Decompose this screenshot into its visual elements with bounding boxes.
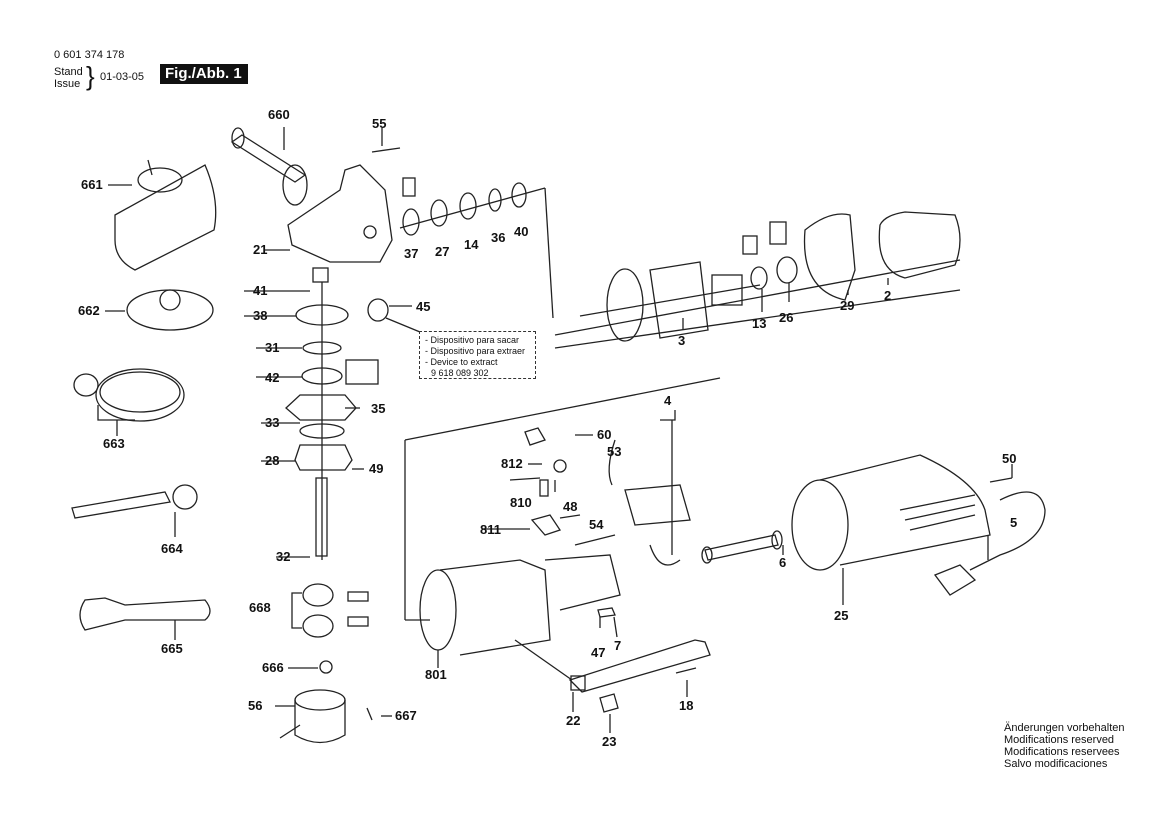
- water-connector-663-drawing: [73, 368, 185, 436]
- leader-lines: [105, 184, 593, 717]
- cover-25-drawing: [791, 454, 991, 605]
- sleeve-6-drawing: [701, 530, 784, 564]
- assembly-lines-drawing: [404, 377, 721, 621]
- switch-4-drawing: [608, 410, 691, 566]
- part-label-3[interactable]: 3: [678, 333, 686, 348]
- clamp-56-drawing: [279, 660, 373, 744]
- part-label-29[interactable]: 29: [840, 298, 855, 313]
- part-label-28[interactable]: 28: [265, 453, 280, 468]
- part-label-38[interactable]: 38: [253, 308, 268, 323]
- modifications-notice: Änderungen vorbehalten Modifications res…: [1004, 722, 1124, 770]
- part-label-14[interactable]: 14: [464, 237, 479, 252]
- part-label-60[interactable]: 60: [597, 427, 612, 442]
- part-label-50[interactable]: 50: [1002, 451, 1017, 466]
- part-label-56[interactable]: 56: [248, 698, 263, 713]
- modifications-line: Modifications reservees: [1004, 746, 1120, 758]
- note-line: - Dispositivo para sacar: [425, 335, 520, 345]
- part-label-41[interactable]: 41: [253, 283, 268, 298]
- part-label-54[interactable]: 54: [589, 517, 604, 532]
- part-label-662[interactable]: 662: [78, 303, 100, 318]
- note-line: - Dispositivo para extraer: [425, 346, 526, 356]
- stand-label: Stand: [54, 66, 83, 78]
- figure-label: Fig./Abb. 1: [160, 64, 248, 84]
- gear-housing-21-drawing: [265, 164, 393, 263]
- part-label-811[interactable]: 811: [480, 522, 501, 537]
- part-label-35[interactable]: 35: [371, 401, 386, 416]
- part-label-53[interactable]: 53: [607, 444, 622, 459]
- brace-icon: }: [86, 61, 95, 91]
- part-label-661[interactable]: 661: [81, 177, 103, 192]
- guard-661-drawing: [114, 159, 217, 271]
- backing-pad-662-drawing: [126, 289, 214, 331]
- part-label-49[interactable]: 49: [369, 461, 384, 476]
- part-label-665[interactable]: 665: [161, 641, 183, 656]
- modifications-line: Änderungen vorbehalten: [1004, 722, 1125, 734]
- armature-3-drawing: [579, 261, 761, 342]
- part-label-45[interactable]: 45: [416, 299, 431, 314]
- part-label-18[interactable]: 18: [679, 698, 694, 713]
- part-label-31[interactable]: 31: [265, 340, 280, 355]
- part-label-810[interactable]: 810: [510, 495, 532, 510]
- part-label-5[interactable]: 5: [1010, 515, 1018, 530]
- part-label-6[interactable]: 6: [779, 555, 787, 570]
- note-part-number: 9 618 089 302: [431, 368, 489, 378]
- part-label-37[interactable]: 37: [404, 246, 419, 261]
- motor-parts-drawing: [554, 211, 961, 349]
- part-label-663[interactable]: 663: [103, 436, 125, 451]
- extraction-device-note: - Dispositivo para sacar - Dispositivo p…: [419, 331, 536, 379]
- part-label-4[interactable]: 4: [664, 393, 672, 408]
- part-label-42[interactable]: 42: [265, 370, 280, 385]
- part-label-21[interactable]: 21: [253, 242, 268, 257]
- bearing-stack-drawing: [399, 177, 554, 319]
- part-label-13[interactable]: 13: [752, 316, 767, 331]
- part-label-2[interactable]: 2: [884, 288, 892, 303]
- part-label-812[interactable]: 812: [501, 456, 523, 471]
- wheels-668-drawing: [291, 583, 369, 638]
- part-label-7[interactable]: 7: [614, 638, 622, 653]
- screw-55-drawing: [371, 128, 401, 153]
- part-label-27[interactable]: 27: [435, 244, 450, 259]
- wrench-665-drawing: [79, 597, 211, 640]
- part-label-26[interactable]: 26: [779, 310, 794, 325]
- part-label-668[interactable]: 668: [249, 600, 271, 615]
- part-label-36[interactable]: 36: [491, 230, 506, 245]
- part-label-33[interactable]: 33: [265, 415, 280, 430]
- cord-5-drawing: [933, 464, 1046, 596]
- switch-rod-22-drawing: [568, 607, 711, 733]
- motor-housing-801-drawing: [419, 554, 621, 681]
- issue-label: Issue: [54, 78, 81, 90]
- part-label-40[interactable]: 40: [514, 224, 529, 239]
- issue-date: 01-03-05: [100, 71, 145, 83]
- brush-parts-drawing: [509, 427, 616, 546]
- modifications-line: Modifications reserved: [1004, 734, 1115, 746]
- part-label-22[interactable]: 22: [566, 713, 581, 728]
- water-tube-664-drawing: [71, 484, 198, 537]
- part-label-55[interactable]: 55: [372, 116, 387, 131]
- part-number: 0 601 374 178: [54, 49, 125, 61]
- spindle-stack-drawing: [285, 267, 389, 560]
- part-label-32[interactable]: 32: [276, 549, 291, 564]
- part-label-666[interactable]: 666: [262, 660, 284, 675]
- part-label-660[interactable]: 660: [268, 107, 290, 122]
- part-label-664[interactable]: 664: [161, 541, 183, 556]
- part-label-47[interactable]: 47: [591, 645, 606, 660]
- part-label-23[interactable]: 23: [602, 734, 617, 749]
- part-label-667[interactable]: 667: [395, 708, 417, 723]
- part-label-48[interactable]: 48: [563, 499, 578, 514]
- note-line: - Device to extract: [425, 357, 498, 367]
- handle-660-drawing: [230, 127, 308, 206]
- modifications-line: Salvo modificaciones: [1004, 758, 1108, 770]
- part-label-25[interactable]: 25: [834, 608, 849, 623]
- part-label-801[interactable]: 801: [425, 667, 447, 682]
